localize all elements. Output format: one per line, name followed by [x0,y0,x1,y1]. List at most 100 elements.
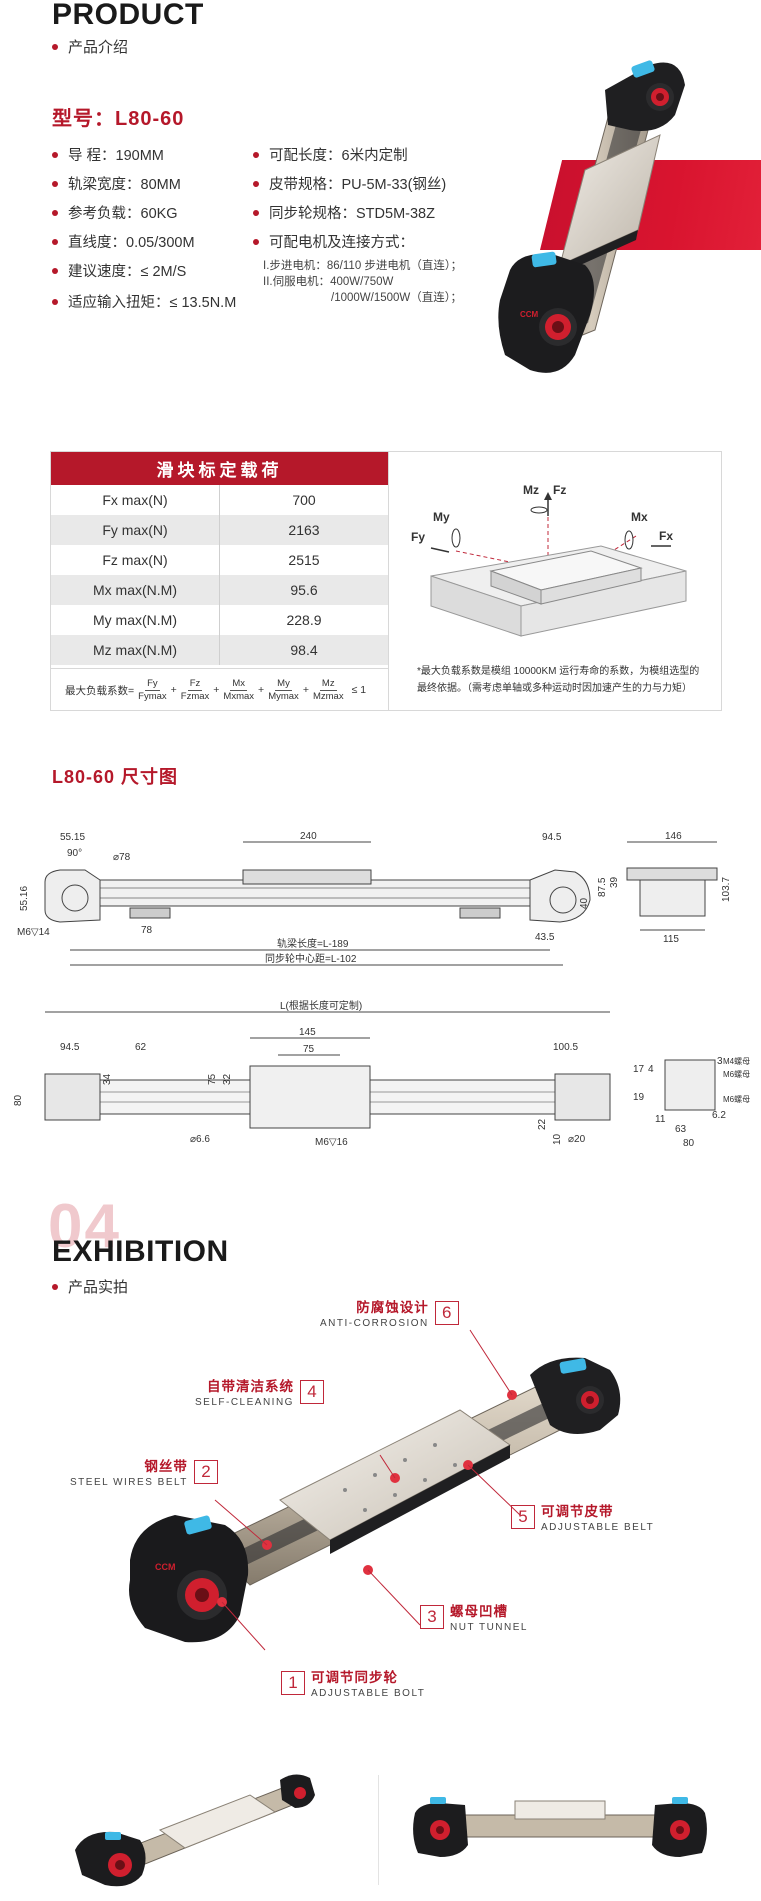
svg-text:94.5: 94.5 [542,832,562,843]
bullet-dot [52,43,58,50]
spec-item: 建议速度：≤ 2M/S [52,256,236,285]
end-cap-far [530,1357,621,1434]
specs-left: 导 程：190MM 轨梁宽度：80MM 参考负载：60KG 直线度：0.05/3… [52,140,236,316]
exhibition-subheading: 产品实拍 [52,1276,128,1297]
load-note: *最大负载系数是模组 10000KM 运行寿命的系数，为模组选型的 最终依据。（… [417,666,700,694]
spec-item: 可配长度：6米内定制 [253,140,462,169]
svg-text:My: My [433,510,450,524]
svg-text:⌀78: ⌀78 [113,852,131,863]
table-row: Fx max(N)700 [51,485,388,515]
spec-item: 导 程：190MM [52,140,236,169]
svg-text:17: 17 [633,1064,645,1075]
svg-text:Fy: Fy [411,530,425,544]
specs-right: 可配长度：6米内定制 皮带规格：PU-5M-33(钢丝) 同步轮规格：STD5M… [253,140,462,306]
motor-line: /1000W/1500W（直连）； [331,292,463,304]
svg-text:Fx: Fx [659,529,673,543]
svg-text:90°: 90° [67,848,82,859]
svg-text:94.5: 94.5 [60,1042,80,1053]
svg-text:M6▽14: M6▽14 [17,927,50,938]
svg-text:⌀20: ⌀20 [568,1134,586,1145]
table-row: Fz max(N)2515 [51,545,388,575]
brand-logo: CCM [155,1562,176,1572]
svg-text:39: 39 [609,876,620,888]
svg-text:34: 34 [102,1073,113,1085]
svg-text:Fz: Fz [553,483,566,497]
bottom-end-cap: CCM [498,251,594,373]
dimension-drawing-bottom: L(根据长度可定制) 145 75 94.5 62 100.5 80 34 75… [13,999,750,1149]
svg-text:6.2: 6.2 [712,1110,726,1121]
motor-line: II.伺服电机：400W/750W [263,276,394,288]
spec-item: 适应输入扭矩：≤ 13.5N.M [52,287,236,316]
svg-text:32: 32 [222,1073,233,1085]
svg-text:62: 62 [135,1042,147,1053]
spec-item: 皮带规格：PU-5M-33(钢丝) [253,169,462,198]
brand-logo: CCM [520,310,539,319]
product-subheading: 产品介绍 [52,36,128,57]
svg-text:4: 4 [648,1064,654,1075]
svg-text:3: 3 [717,1056,723,1067]
svg-text:M6螺母: M6螺母 [723,1094,750,1104]
svg-text:146: 146 [665,831,682,842]
svg-text:75: 75 [303,1044,315,1055]
svg-text:40: 40 [579,897,590,909]
end-cap-near: CCM [129,1515,249,1643]
svg-text:115: 115 [663,934,679,945]
svg-text:78: 78 [141,925,153,936]
svg-text:10: 10 [552,1133,563,1145]
svg-text:11: 11 [655,1114,666,1125]
exhibition-heading: EXHIBITION [52,1235,229,1268]
svg-text:100.5: 100.5 [553,1042,578,1053]
thumbnail-angled [75,1774,315,1887]
svg-text:19: 19 [633,1092,645,1103]
thumbnail-side [413,1797,707,1857]
svg-text:55.16: 55.16 [19,886,30,911]
thumbnail-divider [378,1775,379,1885]
svg-text:轨梁长度=L-189: 轨梁长度=L-189 [277,937,349,950]
svg-text:75: 75 [207,1073,218,1085]
table-row: Mz max(N.M)98.4 [51,635,388,665]
load-table-title: 滑块标定载荷 [51,452,388,485]
svg-text:145: 145 [299,1027,316,1038]
section-number: 04 [48,1192,121,1261]
svg-text:80: 80 [13,1094,24,1106]
svg-text:M4螺母: M4螺母 [723,1056,750,1066]
svg-text:M6螺母: M6螺母 [723,1069,750,1079]
spec-item: 参考负载：60KG [52,198,236,227]
load-table: 滑块标定载荷 Fx max(N)700 Fy max(N)2163 Fz max… [50,451,722,711]
svg-text:240: 240 [300,831,317,842]
force-diagram: Mz Fz My Fy Mx Fx [411,483,687,637]
svg-text:同步轮中心距=L-102: 同步轮中心距=L-102 [265,952,357,965]
table-row: My max(N.M)228.9 [51,605,388,635]
svg-text:Mx: Mx [631,510,648,524]
svg-text:22: 22 [537,1118,548,1130]
spec-item: 轨梁宽度：80MM [52,169,236,198]
product-subheading-text: 产品介绍 [68,39,129,56]
table-row: Mx max(N.M)95.6 [51,575,388,605]
dimension-title: L80-60 尺寸图 [52,767,179,787]
svg-text:55.15: 55.15 [60,832,85,843]
motor-line: I.步进电机：86/110 步进电机（直连）； [263,260,463,272]
svg-text:Mz: Mz [523,483,539,497]
spec-item: 直线度：0.05/300M [52,227,236,256]
product-heading: PRODUCT [52,0,204,31]
spec-item: 可配电机及连接方式： [253,227,462,256]
spec-item: 同步轮规格：STD5M-38Z [253,198,462,227]
svg-text:63: 63 [675,1124,687,1135]
top-end-cap [605,60,685,131]
svg-text:87.5: 87.5 [597,877,608,897]
exhibition-product-image: CCM [129,1329,621,1651]
dimension-drawing-top: 240 轨梁长度=L-189 同步轮中心距=L-102 55.15 90° ⌀7… [17,831,732,966]
svg-text:103.7: 103.7 [721,877,732,902]
svg-text:⌀6.6: ⌀6.6 [190,1134,210,1145]
model-number: 型号：L80-60 [52,108,185,130]
svg-text:M6▽16: M6▽16 [315,1137,348,1148]
svg-text:80: 80 [683,1138,695,1149]
svg-text:L(根据长度可定制): L(根据长度可定制) [280,999,362,1012]
table-row: Fy max(N)2163 [51,515,388,545]
